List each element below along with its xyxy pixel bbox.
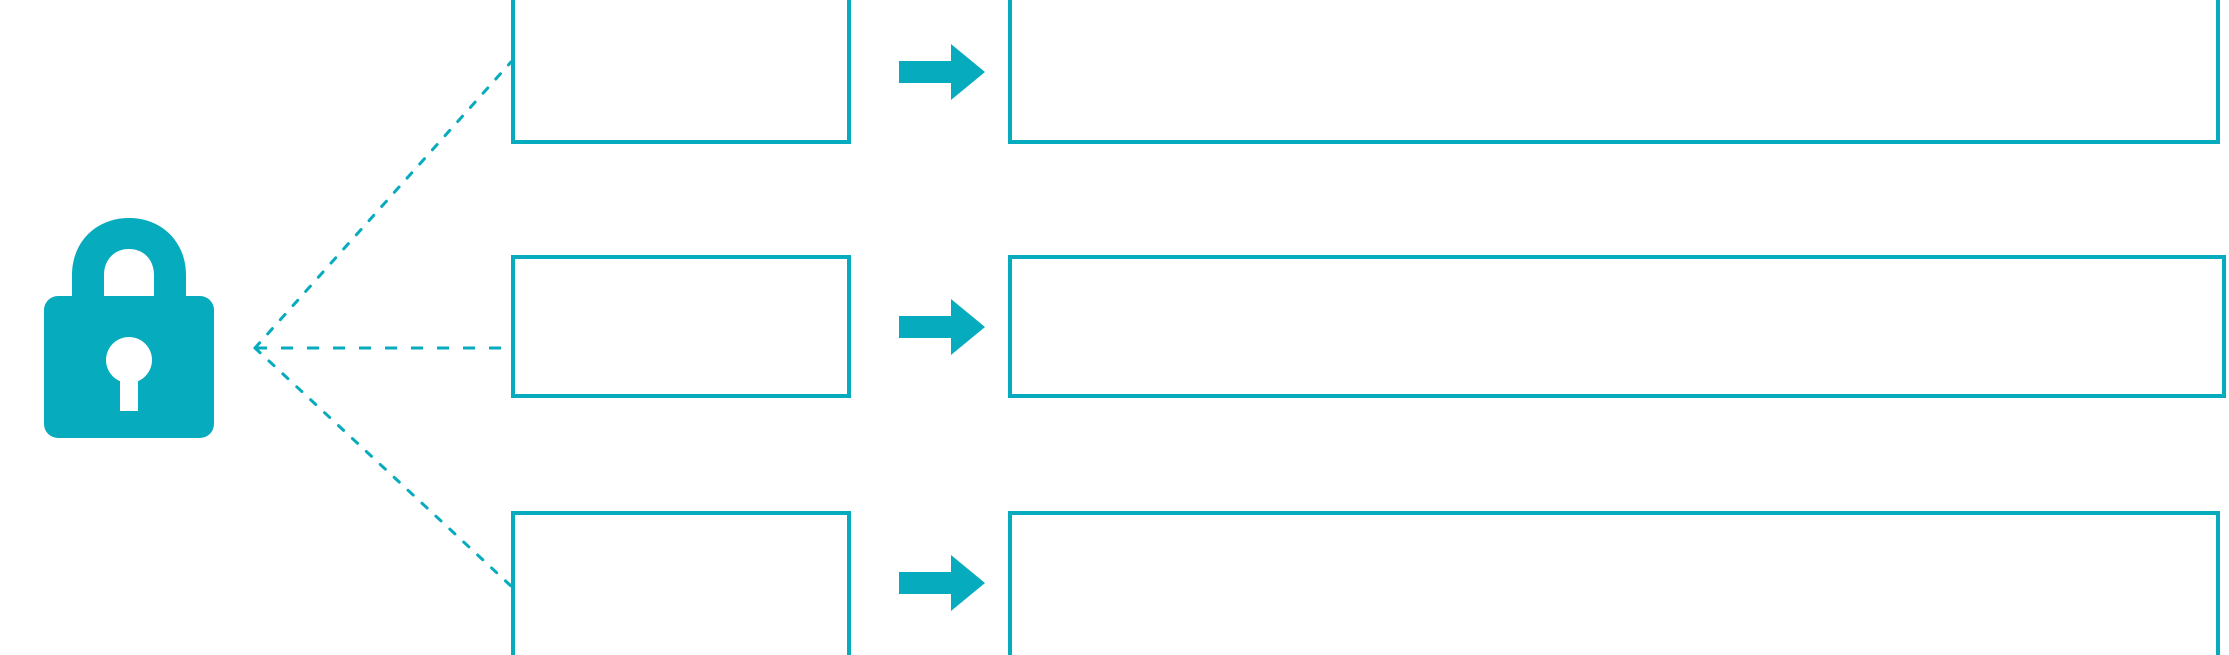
outcome-box-row-1[interactable] bbox=[1008, 0, 2220, 144]
right-arrow-icon-row-1 bbox=[899, 43, 985, 101]
outcome-box-row-3[interactable] bbox=[1008, 511, 2220, 655]
connector-line-row-1 bbox=[253, 60, 513, 350]
stage-box-row-3[interactable] bbox=[511, 511, 851, 655]
right-arrow-icon-row-3 bbox=[899, 554, 985, 612]
connector-line-row-3 bbox=[253, 346, 513, 588]
stage-box-row-2[interactable] bbox=[511, 255, 851, 398]
stage-box-row-1[interactable] bbox=[511, 0, 851, 144]
right-arrow-icon-row-2 bbox=[899, 298, 985, 356]
outcome-box-row-2[interactable] bbox=[1008, 255, 2226, 398]
lock-icon bbox=[40, 212, 218, 444]
